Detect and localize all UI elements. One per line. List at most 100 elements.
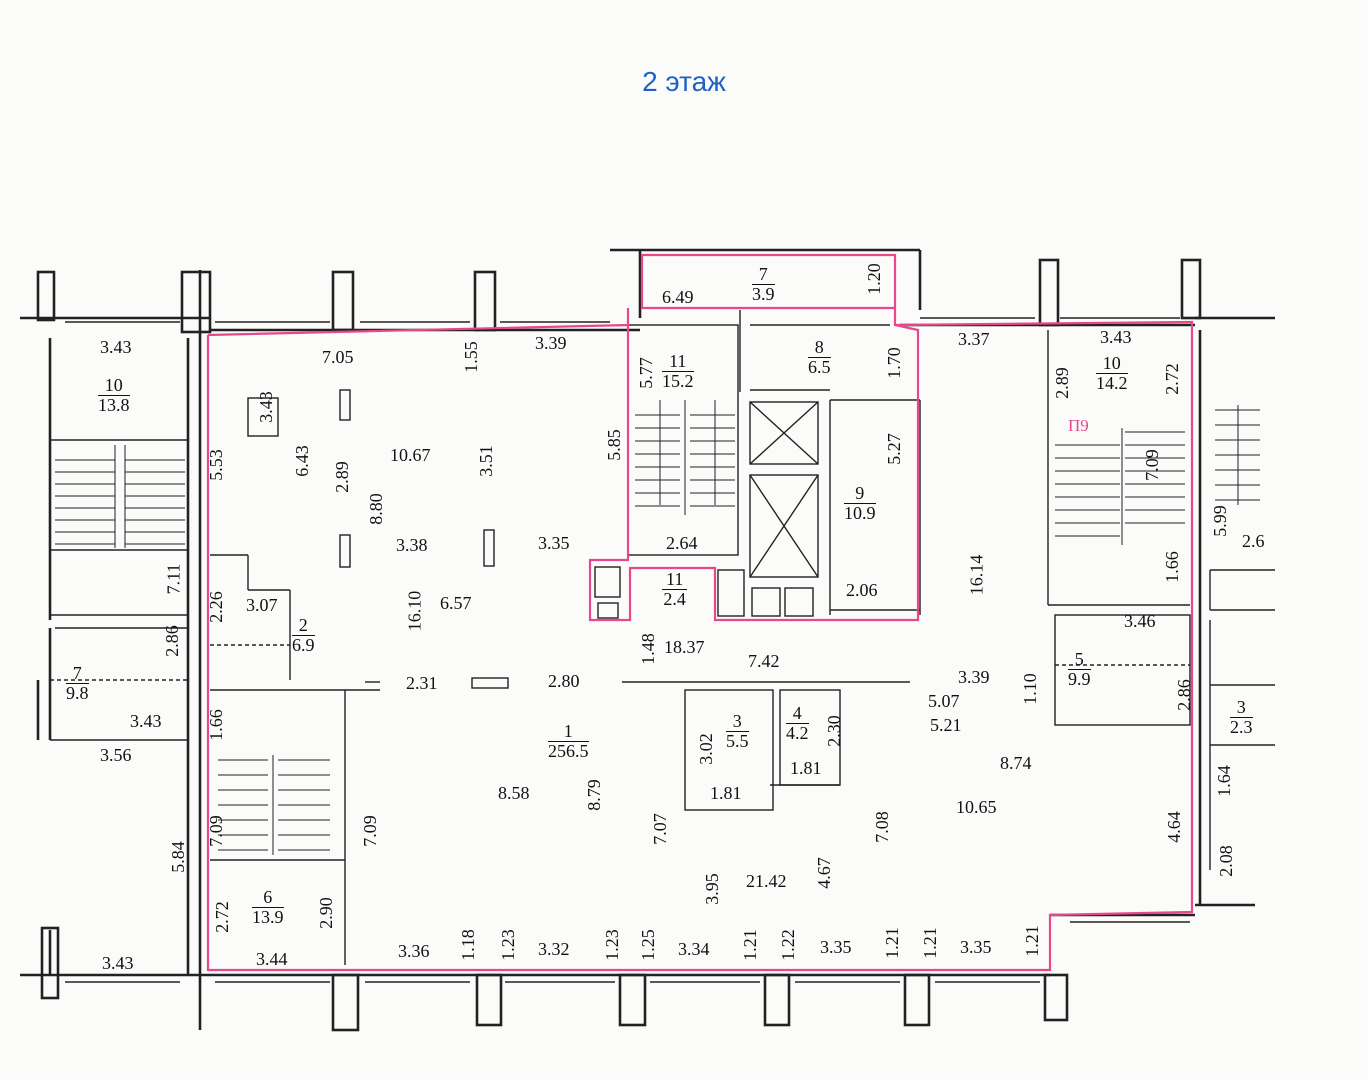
dimension-label: 2.30 [823, 715, 844, 747]
room-label: 8 6.5 [808, 338, 831, 377]
dimension-label: 1.25 [637, 929, 658, 961]
dimension-label: 10.67 [390, 445, 431, 465]
room-number: 4 [786, 704, 809, 724]
room-label: 4 4.2 [786, 704, 809, 743]
dimension-label: 2.90 [315, 897, 336, 929]
dimension-label: 3.35 [960, 937, 992, 957]
dimension-label: 8.79 [583, 779, 604, 811]
room-number: 2 [292, 616, 315, 636]
room-area: 6.9 [292, 634, 315, 655]
room-number: 11 [662, 352, 694, 372]
room-label: 7 9.8 [66, 664, 89, 703]
room-area: 14.2 [1096, 372, 1128, 393]
walls [20, 248, 1275, 1032]
dimension-label: 10.65 [956, 797, 997, 817]
room-label: 3 2.3 [1230, 698, 1253, 737]
dimension-label: 2.06 [846, 580, 878, 600]
dimension-label: 3.95 [701, 873, 722, 905]
dimension-label: 16.10 [404, 590, 425, 632]
dimension-label: 1.81 [710, 783, 742, 803]
dimension-label: 3.44 [256, 949, 288, 969]
dimension-label: 5.27 [883, 433, 904, 465]
room-label: 9 10.9 [844, 484, 876, 523]
room-label: 10 14.2 [1096, 354, 1128, 393]
highlighted-premises-outline [206, 253, 1194, 972]
dimension-label: 2.31 [406, 673, 438, 693]
dimension-label: 3.37 [958, 329, 990, 349]
room-area: 2.4 [663, 588, 686, 609]
room-area: 9.8 [66, 682, 89, 703]
room-label: 7 3.9 [752, 265, 775, 304]
dimension-label: 3.02 [695, 733, 716, 765]
dimension-label: 7.11 [163, 563, 184, 595]
dimension-label: 3.43 [130, 711, 162, 731]
dimension-label: 1.66 [205, 709, 226, 741]
dimension-label: 5.77 [635, 357, 656, 389]
dimension-label: 5.07 [928, 691, 960, 711]
dimension-label: 21.42 [746, 871, 787, 891]
dimension-label: 4.67 [813, 857, 834, 889]
dimension-label: 3.43 [255, 391, 276, 423]
dimension-label: 6.57 [440, 593, 472, 613]
room-number: 10 [98, 376, 130, 396]
dimension-label: 5.85 [603, 429, 624, 461]
dimension-label: 3.43 [1100, 327, 1132, 347]
dimension-label: 1.20 [863, 263, 884, 295]
room-label: 3 5.5 [726, 712, 749, 751]
room-area: 4.2 [786, 722, 809, 743]
dimension-label: 2.72 [211, 901, 232, 933]
dimension-label: 2.86 [1173, 679, 1194, 711]
room-label: 11 2.4 [662, 570, 688, 609]
dimension-label: 8.74 [1000, 753, 1032, 773]
dimension-label: 3.07 [246, 595, 278, 615]
room-area: 5.5 [726, 730, 749, 751]
room-number: 10 [1096, 354, 1128, 374]
dimension-label: 3.46 [1124, 611, 1156, 631]
dimension-label: 3.35 [538, 533, 570, 553]
dimension-label: 7.08 [871, 811, 892, 843]
dimension-label: 3.51 [475, 445, 496, 477]
dimension-label: 8.58 [498, 783, 530, 803]
dimension-label: 6.43 [291, 445, 312, 477]
dimension-label: 3.39 [535, 333, 567, 353]
dimension-label: 18.37 [664, 637, 705, 657]
dimension-label: 1.10 [1019, 673, 1040, 705]
dimension-label: 1.64 [1213, 765, 1234, 797]
dimension-label: 1.22 [777, 929, 798, 961]
room-number: 7 [752, 265, 775, 285]
dimension-label: 1.21 [919, 927, 940, 959]
room-number: 8 [808, 338, 831, 358]
room-label: 11 15.2 [662, 352, 694, 391]
floor-title: 2 этаж [642, 66, 726, 97]
room-label: 6 13.9 [252, 888, 284, 927]
dimension-label: 1.48 [637, 633, 658, 665]
dimension-label: 1.55 [460, 341, 481, 373]
dimension-label: 1.70 [883, 347, 904, 379]
dimension-label: 7.42 [748, 651, 780, 671]
dimension-label: 2.26 [205, 591, 226, 623]
room-number: 9 [844, 484, 876, 504]
dimension-label: 7.05 [322, 347, 354, 367]
room-number: 11 [662, 570, 688, 590]
dimension-label: 5.21 [930, 715, 962, 735]
dimension-label: 2.6 [1242, 531, 1265, 551]
dimension-label: 7.07 [649, 813, 670, 845]
dimension-label: 3.56 [100, 745, 132, 765]
dimension-label: 3.32 [538, 939, 570, 959]
dimension-label: 1.66 [1161, 551, 1182, 583]
room-label: 2 6.9 [292, 616, 315, 655]
room-area: 10.9 [844, 502, 876, 523]
dimension-label: 1.21 [1021, 925, 1042, 957]
dimension-label: 2.89 [1051, 367, 1072, 399]
dimension-label: 3.43 [102, 953, 134, 973]
dimension-label: 5.53 [205, 449, 226, 481]
room-number: 3 [1230, 698, 1253, 718]
dimension-label: 3.36 [398, 941, 430, 961]
dimension-label: 2.80 [548, 671, 580, 691]
room-area: 15.2 [662, 370, 694, 391]
dimension-label: 1.18 [457, 929, 478, 961]
dimension-label: 7.09 [359, 815, 380, 847]
room-label: 10 13.8 [98, 376, 130, 415]
dimension-label: 5.84 [167, 841, 188, 873]
